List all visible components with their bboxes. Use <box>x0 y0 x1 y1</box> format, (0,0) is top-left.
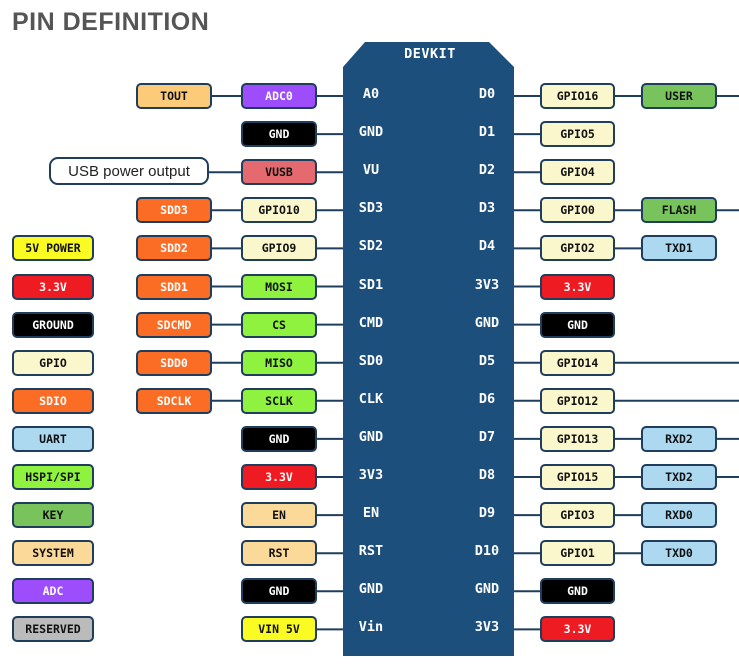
legend-item: RESERVED <box>12 616 94 643</box>
right-pin-function: GND <box>540 311 615 338</box>
left-board-pin: SD1 <box>358 276 384 293</box>
left-board-pin: GND <box>358 581 384 598</box>
right-board-pin: GND <box>474 581 500 598</box>
devkit-board <box>343 42 514 656</box>
left-pin-alt-function: TOUT <box>136 83 212 109</box>
right-pin-alt-function: TXD0 <box>641 540 717 567</box>
left-board-pin: Vin <box>358 619 384 636</box>
left-pin-function: VUSB <box>241 159 317 186</box>
right-board-pin: D0 <box>478 86 496 102</box>
right-pin-function: GPIO16 <box>540 83 615 109</box>
right-pin-function: GPIO4 <box>540 159 615 186</box>
right-board-pin: GND <box>474 314 500 331</box>
legend-item: GPIO <box>12 349 94 376</box>
left-pin-alt-function: SDD1 <box>136 273 212 300</box>
left-board-pin: GND <box>358 428 384 445</box>
left-pin-alt-function: SDCLK <box>136 387 212 414</box>
left-board-pin: SD2 <box>358 238 384 255</box>
right-pin-alt-function: USER <box>641 83 717 109</box>
right-board-pin: D8 <box>478 467 496 483</box>
legend-item: 3.3V <box>12 273 94 300</box>
left-pin-function: ADC0 <box>241 83 317 109</box>
right-pin-function: GPIO14 <box>540 349 615 376</box>
left-pin-function: GND <box>241 121 317 148</box>
right-board-pin: D9 <box>478 505 496 522</box>
right-board-pin: 3V3 <box>474 619 500 636</box>
left-pin-function: MOSI <box>241 273 317 300</box>
left-pin-function: VIN 5V <box>241 616 317 643</box>
right-board-pin: D10 <box>474 543 500 560</box>
right-pin-function: GND <box>540 578 615 605</box>
right-pin-alt-function: RXD2 <box>641 425 717 452</box>
right-pin-function: GPIO15 <box>540 464 615 490</box>
left-pin-function: EN <box>241 502 317 529</box>
page-title: PIN DEFINITION <box>12 8 210 36</box>
legend-item: UART <box>12 425 94 452</box>
left-board-pin: EN <box>362 505 380 522</box>
legend-item: SDIO <box>12 387 94 414</box>
right-pin-alt-function: RXD0 <box>641 502 717 529</box>
legend-item: ADC <box>12 578 94 605</box>
right-board-pin: D1 <box>478 124 496 141</box>
right-board-pin: D7 <box>478 428 496 445</box>
right-board-pin: D6 <box>478 390 496 407</box>
left-board-pin: A0 <box>362 86 380 102</box>
right-board-pin: D5 <box>478 352 496 369</box>
left-pin-function: RST <box>241 540 317 567</box>
left-pin-function: SCLK <box>241 387 317 414</box>
left-pin-function: MISO <box>241 349 317 376</box>
left-pin-alt-function: SDD2 <box>136 235 212 262</box>
legend-item: KEY <box>12 502 94 529</box>
legend-item: GROUND <box>12 311 94 338</box>
right-pin-function: GPIO12 <box>540 387 615 414</box>
legend-item: 5V POWER <box>12 235 94 262</box>
left-board-pin: GND <box>358 124 384 141</box>
legend-item: SYSTEM <box>12 540 94 567</box>
right-pin-alt-function: TXD1 <box>641 235 717 262</box>
left-pin-function: GND <box>241 578 317 605</box>
right-board-pin: D4 <box>478 238 496 255</box>
right-pin-alt-function: TXD2 <box>641 464 717 490</box>
left-board-pin: 3V3 <box>358 467 384 483</box>
right-board-pin: D3 <box>478 200 496 217</box>
left-pin-alt-function: SDD3 <box>136 197 212 224</box>
right-board-pin: D2 <box>478 162 496 179</box>
left-board-pin: VU <box>362 162 380 179</box>
left-pin-function: GPIO9 <box>241 235 317 262</box>
left-pin-function: GND <box>241 425 317 452</box>
right-pin-function: GPIO2 <box>540 235 615 262</box>
left-pin-alt-function: SDCMD <box>136 311 212 338</box>
right-pin-function: GPIO3 <box>540 502 615 529</box>
left-board-pin: CLK <box>358 390 384 407</box>
right-board-pin: 3V3 <box>474 276 500 293</box>
usb-power-note: USB power output <box>49 157 209 185</box>
left-pin-function: CS <box>241 311 317 338</box>
right-pin-function: 3.3V <box>540 273 615 300</box>
left-board-pin: SD3 <box>358 200 384 217</box>
right-pin-alt-function: FLASH <box>641 197 717 224</box>
left-pin-function: 3.3V <box>241 464 317 490</box>
right-pin-function: GPIO1 <box>540 540 615 567</box>
right-pin-function: GPIO13 <box>540 425 615 452</box>
left-board-pin: RST <box>358 543 384 560</box>
right-pin-function: GPIO5 <box>540 121 615 148</box>
left-board-pin: SD0 <box>358 352 384 369</box>
legend-item: HSPI/SPI <box>12 464 94 490</box>
left-board-pin: CMD <box>358 314 384 331</box>
right-pin-function: 3.3V <box>540 616 615 643</box>
left-pin-alt-function: SDD0 <box>136 349 212 376</box>
board-label: DEVKIT <box>404 46 456 62</box>
right-pin-function: GPIO0 <box>540 197 615 224</box>
left-pin-function: GPIO10 <box>241 197 317 224</box>
